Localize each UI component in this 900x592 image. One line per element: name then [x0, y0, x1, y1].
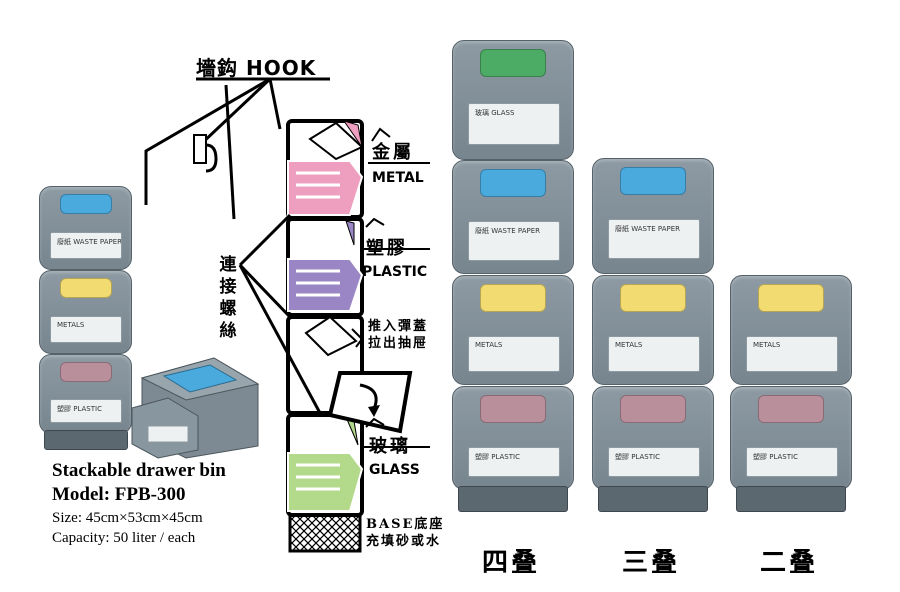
hook-label: 墻鈎 HOOK [196, 52, 316, 81]
wall-hook-icon [193, 134, 218, 173]
stack4-base [458, 486, 568, 512]
small-bin-pink: 塑膠 PLASTIC [39, 354, 132, 434]
stack4-bin-blue: 廢紙 WASTE PAPER [452, 160, 574, 274]
connect-screws-label: 連接螺絲 [219, 255, 237, 341]
stack3-bin-blue: 廢紙 WASTE PAPER [592, 158, 714, 274]
small-bin-yellow: METALS [39, 270, 132, 354]
small-bin-blue: 廢紙 WASTE PAPER [39, 186, 132, 270]
small-bin-base [44, 430, 128, 450]
hook-label-en: HOOK [245, 56, 317, 80]
hook-label-cn: 墻鈎 [196, 56, 238, 80]
glass-label-en: GLASS [369, 462, 420, 478]
stack-diagram [144, 77, 430, 553]
push-note-line1: 推入彈蓋 [368, 319, 429, 334]
four-stack-label: 四叠 [482, 548, 541, 578]
product-size: Size: 45cm×53cm×45cm [52, 510, 203, 526]
base-note-line2: 充填砂或水 [366, 534, 442, 549]
stack4-bin-yellow: METALS [452, 275, 574, 385]
stack3-base [598, 486, 708, 512]
stack2-bin-pink: 塑膠 PLASTIC [730, 386, 852, 490]
stack2-base [736, 486, 846, 512]
three-stack-label: 三叠 [622, 548, 681, 578]
glass-label-cn: 玻璃 [369, 436, 411, 457]
two-stack-label: 二叠 [760, 548, 819, 578]
plastic-label-cn: 塑膠 [366, 238, 408, 259]
stack2-bin-yellow: METALS [730, 275, 852, 385]
metal-label-cn: 金屬 [372, 142, 414, 163]
push-note: 推入彈蓋 拉出抽屉 [368, 318, 428, 352]
push-note-line2: 拉出抽屉 [368, 336, 429, 351]
stack4-bin-green: 玻璃 GLASS [452, 40, 574, 160]
plastic-label-en: PLASTIC [362, 264, 428, 280]
metal-label-en: METAL [372, 170, 424, 186]
stack4-bin-pink: 塑膠 PLASTIC [452, 386, 574, 490]
stack3-bin-pink: 塑膠 PLASTIC [592, 386, 714, 490]
stack3-bin-yellow: METALS [592, 275, 714, 385]
product-title: Stackable drawer bin [52, 460, 226, 481]
product-model: Model: FPB-300 [52, 484, 186, 505]
base-note-line1: BASE底座 [366, 517, 445, 532]
product-capacity: Capacity: 50 liter / each [52, 530, 196, 546]
base-note: BASE底座 充填砂或水 [366, 516, 444, 550]
angled-bin-photo [131, 357, 260, 459]
